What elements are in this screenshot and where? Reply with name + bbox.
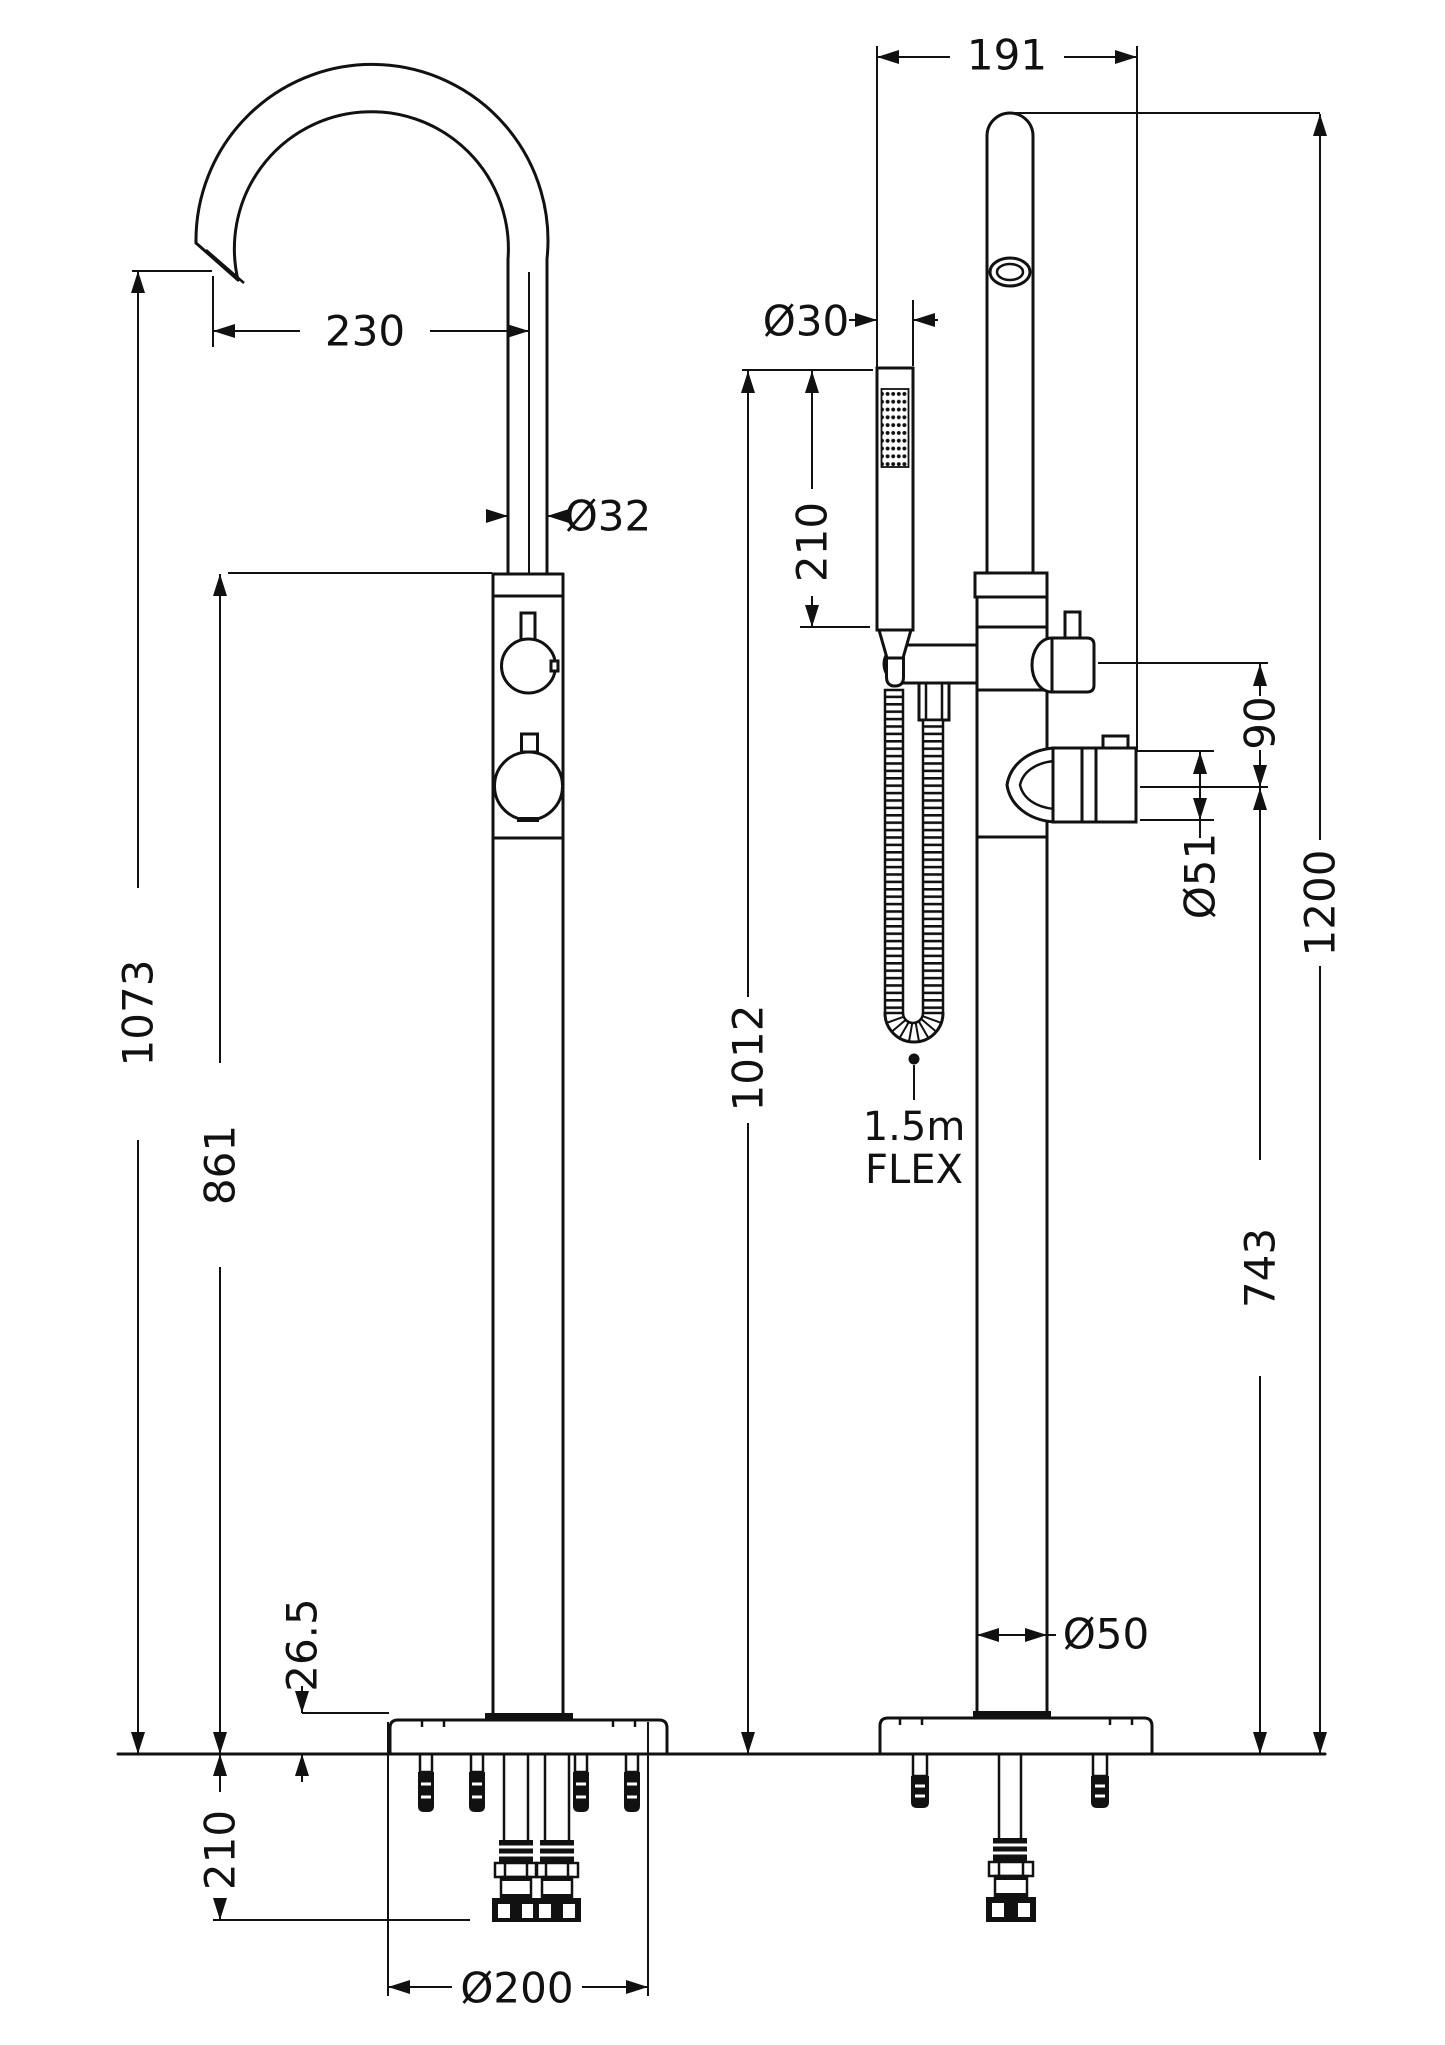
side-flex-hose <box>883 681 951 1044</box>
front-base-plate <box>388 1718 669 1756</box>
dim-base-diameter: Ø200 <box>460 1964 573 2013</box>
side-control-handle <box>1005 734 1138 824</box>
front-bottom-knob <box>493 750 564 822</box>
dim-overall-height: 1200 <box>1296 850 1345 957</box>
side-column <box>973 571 1049 1713</box>
side-spout-outlet <box>988 256 1032 288</box>
dim-under-floor-depth: 210 <box>196 1810 245 1890</box>
dim-control-height: 743 <box>1236 1228 1285 1308</box>
dim-column-diameter: Ø50 <box>1063 1610 1150 1659</box>
side-view-drawing <box>875 111 1154 1922</box>
side-inlet-tail <box>986 1754 1036 1922</box>
side-base-plate <box>878 1716 1154 1756</box>
front-base-flange <box>485 1713 573 1721</box>
dim-control-offset: 90 <box>1236 696 1285 749</box>
front-dimensions: 230 Ø32 1073 861 26.5 210 Ø200 <box>114 270 652 2013</box>
side-dimensions: 191 Ø30 210 1012 90 Ø51 743 1200 Ø50 <box>724 31 1345 1754</box>
spray-face <box>880 388 910 468</box>
dim-spout-height: 1073 <box>114 960 163 1067</box>
front-view-drawing <box>194 62 669 1922</box>
dim-control-diameter: Ø51 <box>1176 833 1225 920</box>
front-spout <box>194 62 550 576</box>
dim-body-height: 861 <box>196 1125 245 1205</box>
dim-handset-height: 1012 <box>724 1005 773 1112</box>
side-base <box>878 1711 1154 1922</box>
front-base <box>388 1713 669 1922</box>
dim-handset-length: 210 <box>788 502 837 582</box>
side-riser <box>985 111 1035 575</box>
front-valve-body <box>491 572 565 1715</box>
dim-top-offset: 191 <box>967 31 1047 80</box>
front-inlet-tails <box>492 1754 581 1922</box>
dim-spout-reach: 230 <box>325 307 405 356</box>
front-top-knob <box>500 637 557 695</box>
side-anchor-bolts <box>911 1752 1109 1808</box>
flex-length-label: 1.5m <box>863 1104 966 1150</box>
hose-nut <box>917 681 951 722</box>
dim-handset-diameter: Ø30 <box>763 297 850 346</box>
front-bottom-knob-stem <box>520 732 539 754</box>
side-handshower <box>875 366 915 688</box>
dim-plinth-height: 26.5 <box>278 1598 327 1692</box>
side-base-flange <box>973 1711 1051 1719</box>
flex-text-label: FLEX <box>865 1147 963 1193</box>
side-diverter-knob <box>1030 610 1096 694</box>
front-top-knob-stem <box>519 611 537 643</box>
dim-spout-diameter: Ø32 <box>565 492 652 541</box>
